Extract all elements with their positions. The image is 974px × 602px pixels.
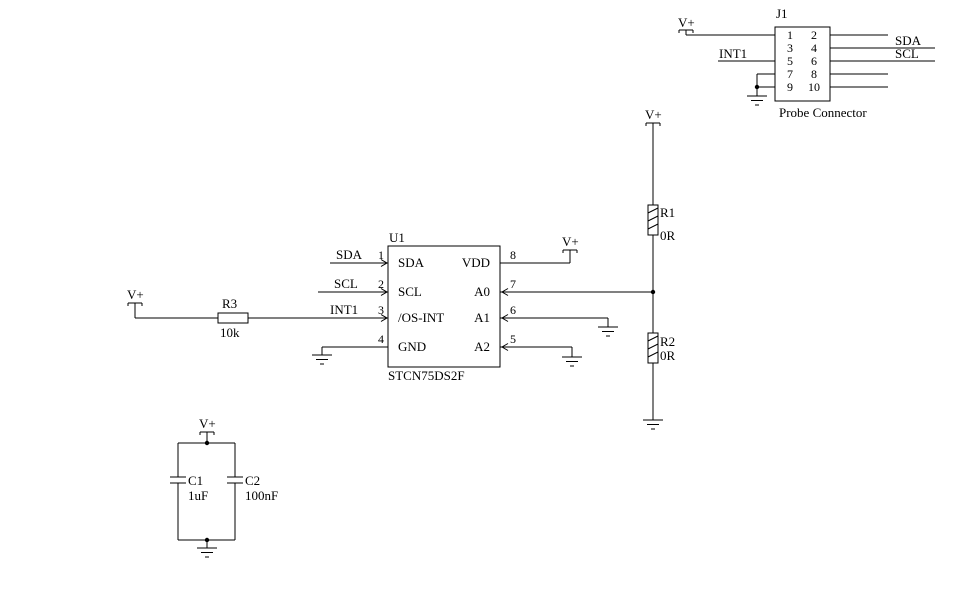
c1-value-label: 1uF (188, 488, 208, 503)
u1-pin-num-5: 5 (510, 332, 516, 346)
ground-symbol-j1 (746, 95, 768, 106)
r1-hatch (647, 223, 659, 230)
u1-pin-num-3: 3 (378, 303, 384, 317)
u1-body (387, 245, 501, 368)
vplus-label-r3: V+ (127, 287, 144, 302)
j1-body (774, 26, 831, 102)
j1-pin-2: 2 (811, 28, 817, 42)
u1-pin-num-4: 4 (378, 332, 384, 346)
u1-pin-num-6: 6 (510, 303, 516, 317)
u1-pin-name-gnd: GND (398, 339, 426, 354)
capacitor-block: V+ C1 1uF C2 100nF (170, 416, 278, 558)
net-label-scl-j1: SCL (895, 46, 919, 61)
r2-hatch (647, 351, 659, 358)
c2-value-label: 100nF (245, 488, 278, 503)
r2-value-label: 0R (660, 348, 676, 363)
ground-symbol-caps (196, 547, 218, 558)
u1-ref-label: U1 (389, 230, 405, 245)
r1-ref-label: R1 (660, 205, 675, 220)
vplus-label-r1: V+ (645, 107, 662, 122)
j1-pin-1: 1 (787, 28, 793, 42)
resistor-chain-r1-r2: V+ R1 0R R2 0R (642, 107, 676, 430)
u1-pin-num-2: 2 (378, 277, 384, 291)
c1-ref-label: C1 (188, 473, 203, 488)
vplus-label-vdd: V+ (562, 234, 579, 249)
j1-description-label: Probe Connector (779, 105, 867, 120)
j1-pin-5: 5 (787, 54, 793, 68)
j1-ref-label: J1 (776, 6, 788, 21)
u1-pin-num-1: 1 (378, 248, 384, 262)
r1-value-label: 0R (660, 228, 676, 243)
u1-pin-num-8: 8 (510, 248, 516, 262)
j1-pin-8: 8 (811, 67, 817, 81)
ground-symbol-r2 (642, 419, 664, 430)
r1-hatch (647, 207, 659, 214)
u1-pin-name-a0: A0 (474, 284, 490, 299)
r3-value-label: 10k (220, 325, 240, 340)
net-label-sda-j1: SDA (895, 33, 922, 48)
junction-dot (650, 289, 656, 295)
resistor-r3: V+ R3 10k (127, 287, 249, 340)
j1-pin-7: 7 (787, 67, 793, 81)
junction-dot (204, 440, 210, 446)
j1-pin-3: 3 (787, 41, 793, 55)
r1-hatch (647, 215, 659, 222)
j1-pin-4: 4 (811, 41, 817, 55)
r3-body (217, 312, 249, 324)
net-label-sda-u1: SDA (336, 247, 363, 262)
u1-pin-name-scl: SCL (398, 284, 422, 299)
net-label-scl-u1: SCL (334, 276, 358, 291)
u1-part-label: STCN75DS2F (388, 368, 465, 383)
j1-pin-9: 9 (787, 80, 793, 94)
j1-wires: V+ INT1 SDA SCL (678, 15, 935, 106)
ground-symbol-a2 (561, 356, 583, 367)
u1-pin-name-a2: A2 (474, 339, 490, 354)
connector-j1: J1 1 3 5 7 9 2 4 6 8 10 Probe Connector (774, 6, 867, 120)
ground-symbol-a1 (597, 326, 619, 337)
vplus-label-j1: V+ (678, 15, 695, 30)
junction-dot (754, 84, 760, 90)
net-label-int1-j1: INT1 (719, 46, 747, 61)
r2-ref-label: R2 (660, 334, 675, 349)
r2-hatch (647, 335, 659, 342)
ic-u1: U1 STCN75DS2F SDA SCL /OS-INT GND VDD A0… (378, 230, 516, 383)
u1-wires: SDA SCL INT1 V+ (248, 234, 653, 367)
c2-ref-label: C2 (245, 473, 260, 488)
vplus-label-caps: V+ (199, 416, 216, 431)
u1-pin-name-a1: A1 (474, 310, 490, 325)
r2-hatch (647, 343, 659, 350)
u1-pin-name-sda: SDA (398, 255, 425, 270)
ground-symbol-u1 (311, 354, 333, 365)
u1-pin-num-7: 7 (510, 277, 516, 291)
r3-ref-label: R3 (222, 296, 237, 311)
u1-pin-name-osint: /OS-INT (398, 310, 444, 325)
j1-pin-10: 10 (808, 80, 820, 94)
u1-pin-name-vdd: VDD (462, 255, 490, 270)
j1-pin-6: 6 (811, 54, 817, 68)
net-label-int1-u1: INT1 (330, 302, 358, 317)
